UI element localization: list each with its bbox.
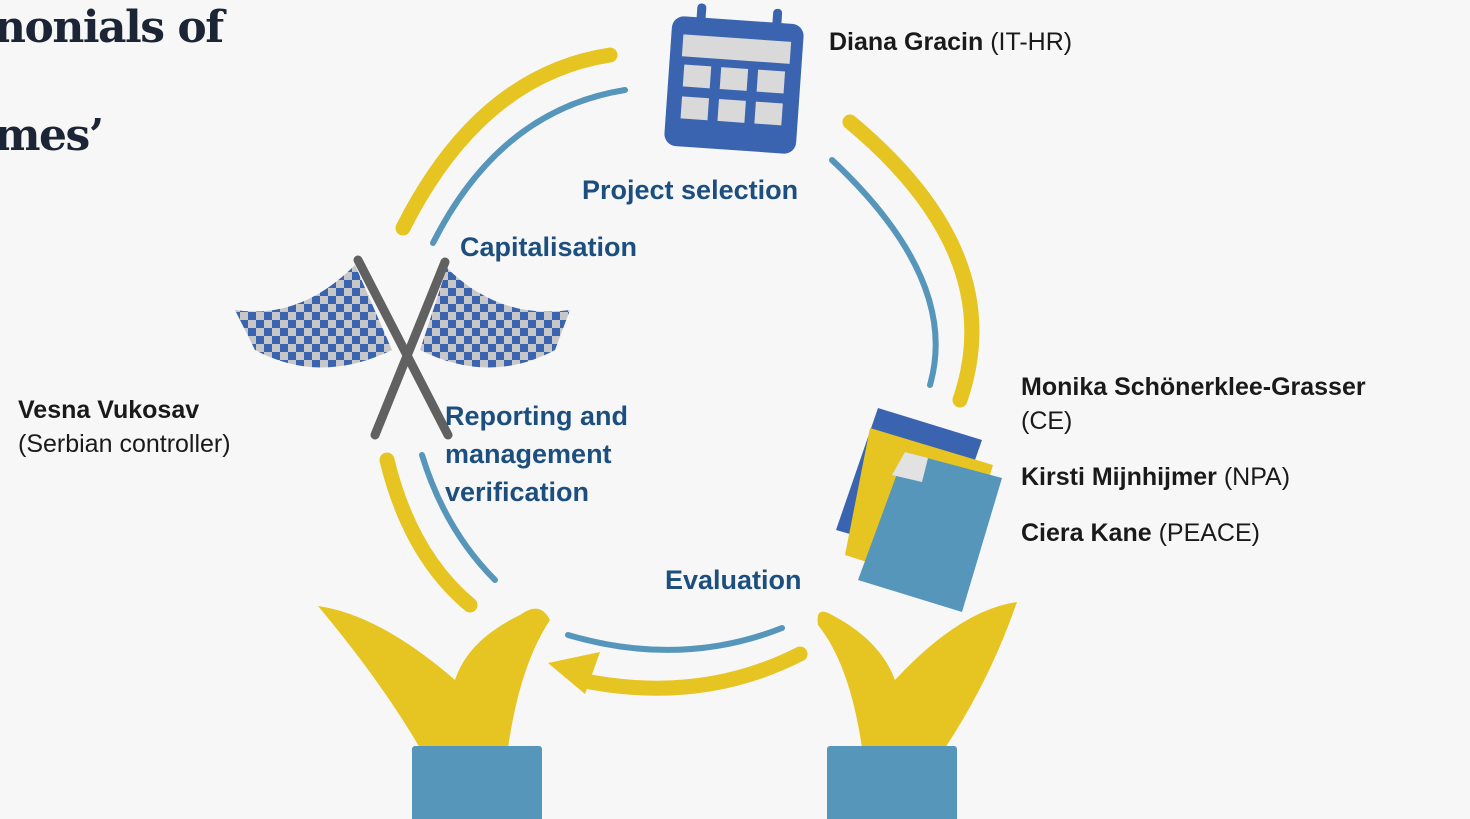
person-role: (NPA): [1223, 463, 1291, 491]
stage-label-project-selection: Project selection: [582, 175, 799, 205]
person-role: (Serbian controller): [18, 430, 231, 458]
left-sleeve: [412, 746, 542, 819]
person-name: Ciera Kane: [1021, 519, 1152, 547]
outer-arc-bottom: [572, 646, 808, 696]
calendar-icon: [664, 3, 804, 154]
outer-arc-top-left: [395, 47, 618, 236]
outer-cycle-arcs: [379, 47, 980, 696]
checkered-flags-icon: [235, 255, 570, 440]
left-hand: [318, 606, 550, 748]
title-line-1: nonials of: [0, 2, 224, 53]
stage-label-reporting-line-2: management: [445, 439, 612, 469]
person-vesna: Vesna Vukosav (Serbian controller): [18, 393, 231, 461]
documents-icon: [836, 408, 1002, 612]
right-sleeve: [827, 746, 957, 819]
inner-arc-top-left: [430, 87, 628, 246]
inner-arc-bottom: [565, 625, 785, 653]
person-role: (IT-HR): [990, 28, 1073, 56]
stage-label-capitalisation: Capitalisation: [460, 232, 638, 262]
right-hand: [817, 602, 1017, 748]
cycle-arrow-icon: [548, 652, 600, 694]
person-diana: Diana Gracin (IT-HR): [829, 25, 1072, 59]
person-role: (PEACE): [1158, 519, 1260, 547]
person-monika: Monika Schönerklee-Grasser (CE): [1021, 370, 1366, 438]
stage-label-reporting-line-3: verification: [445, 477, 590, 507]
person-role: (CE): [1021, 407, 1073, 435]
person-ciera: Ciera Kane (PEACE): [1021, 516, 1260, 550]
person-kirsti: Kirsti Mijnhijmer (NPA): [1021, 460, 1290, 494]
stage-label-reporting: Reporting and management verification: [445, 397, 628, 511]
outer-arc-right: [842, 114, 980, 408]
person-name: Diana Gracin: [829, 28, 984, 56]
inner-arc-left: [419, 452, 498, 583]
person-name: Kirsti Mijnhijmer: [1021, 463, 1217, 491]
title-line-2: mes’: [0, 110, 104, 161]
person-name: Vesna Vukosav: [18, 396, 200, 424]
stage-label-reporting-line-1: Reporting and: [445, 401, 628, 431]
hands-icon: [318, 602, 1017, 819]
stage-label-evaluation: Evaluation: [665, 565, 802, 595]
inner-cycle-arcs: [419, 87, 939, 653]
inner-arc-right: [829, 157, 939, 388]
person-name: Monika Schönerklee-Grasser: [1021, 373, 1366, 401]
outer-arc-left: [379, 452, 478, 613]
